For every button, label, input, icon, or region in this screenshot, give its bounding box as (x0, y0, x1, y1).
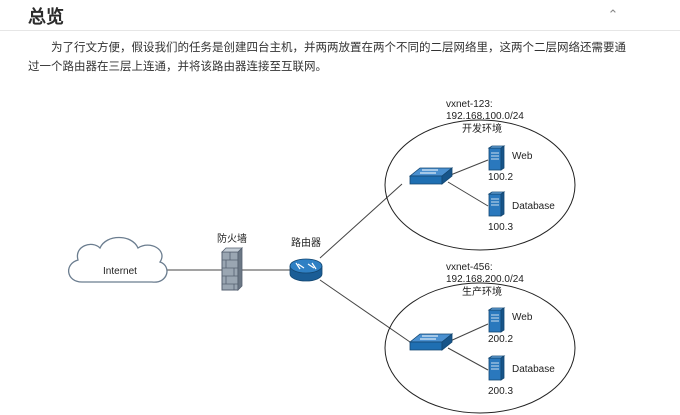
router-icon (289, 258, 323, 282)
network-diagram: Internet 防火墙 路由器 vxnet-123: 192.168.100.… (68, 99, 576, 414)
host-ip: 100.3 (488, 222, 513, 233)
link-switch1-web (447, 159, 489, 177)
network-zone-2 (384, 282, 576, 414)
server-icon-db-1 (487, 191, 506, 217)
link-switch2-web (447, 323, 489, 343)
internet-label: Internet (103, 266, 137, 277)
firewall-label: 防火墙 (217, 232, 247, 245)
collapse-button[interactable]: ⌃ (604, 6, 622, 24)
network1-id: vxnet-123: (446, 99, 493, 110)
server-icon-db-2 (487, 355, 506, 381)
section-header: 总览 ⌃ (0, 0, 680, 31)
chevron-up-icon: ⌃ (607, 7, 619, 22)
intro-paragraph: 为了行文方便，假设我们的任务是创建四台主机，并两两放置在两个不同的二层网络里，这… (28, 40, 626, 73)
link-router-switch2 (319, 279, 411, 343)
host-name: Database (512, 364, 555, 375)
router-label: 路由器 (291, 236, 321, 249)
link-router-switch1 (319, 183, 403, 259)
server-icon-web-2 (487, 307, 506, 333)
host-ip: 200.2 (488, 334, 513, 345)
host-name: Database (512, 201, 555, 212)
link-switch2-db (447, 347, 489, 371)
host-ip: 100.2 (488, 172, 513, 183)
network2-id: vxnet-456: (446, 262, 493, 273)
switch-icon-1 (408, 167, 454, 185)
network-zone-1 (384, 119, 576, 251)
internet-cloud-icon (68, 236, 168, 283)
section-title: 总览 (28, 7, 64, 28)
network1-cidr: 192.168.100.0/24 (446, 111, 524, 122)
network2-cidr: 192.168.200.0/24 (446, 274, 524, 285)
network-links (160, 159, 489, 371)
switch-icon-2 (408, 333, 454, 351)
host-name: Web (512, 312, 533, 323)
host-name: Web (512, 151, 533, 162)
link-switch1-db (447, 181, 489, 207)
network1-env: 开发环境 (462, 122, 502, 135)
host-ip: 200.3 (488, 386, 513, 397)
server-icon-web-1 (487, 145, 506, 171)
network2-env: 生产环境 (462, 285, 502, 298)
firewall-icon (221, 247, 243, 291)
